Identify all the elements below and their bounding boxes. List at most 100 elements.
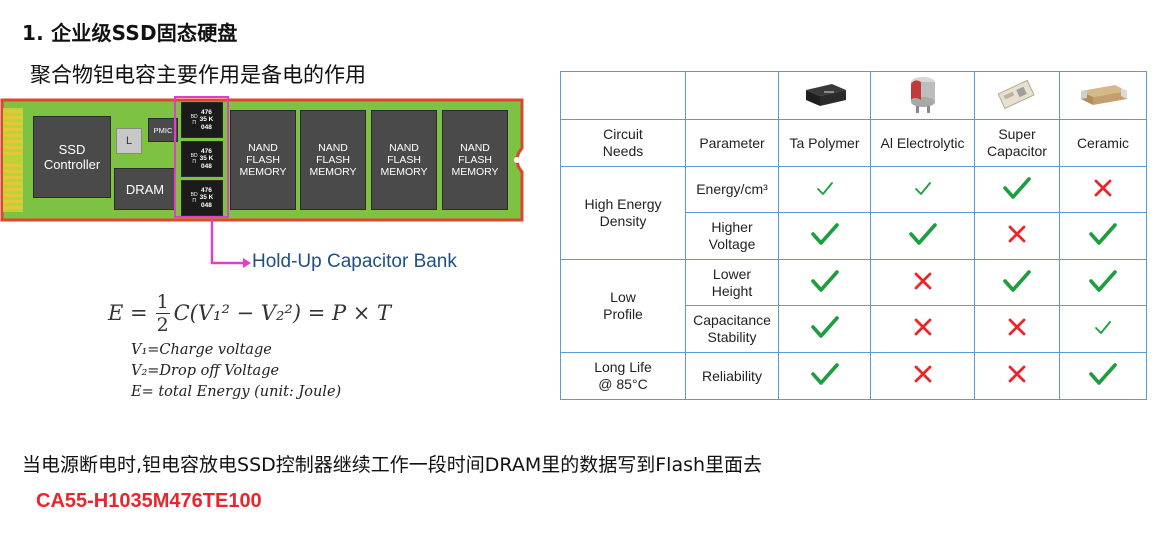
mark-cell bbox=[974, 352, 1060, 400]
slide-subtitle: 聚合物钽电容主要作用是备电的作用 bbox=[30, 63, 366, 87]
mark-cell bbox=[1059, 305, 1147, 353]
formula-numerator: 1 bbox=[156, 290, 169, 313]
edge-connector bbox=[3, 108, 23, 212]
cross-icon bbox=[1008, 365, 1026, 383]
check-small-icon bbox=[816, 181, 833, 195]
check-icon bbox=[810, 363, 839, 385]
capacitor-side-label: BD Π bbox=[190, 114, 198, 126]
table-row: Higher Voltage bbox=[561, 212, 1147, 260]
ta-polymer-capacitor-image bbox=[805, 83, 846, 106]
ta-polymer-image-cell bbox=[778, 71, 871, 120]
check-icon bbox=[908, 223, 937, 245]
capacitor-marking: 476 35 K 048 bbox=[199, 108, 214, 131]
mark-cell bbox=[1059, 212, 1147, 260]
need-high-energy-density: High Energy Density bbox=[560, 166, 686, 260]
table-row bbox=[560, 71, 1147, 120]
capacitor-side-label: BD Π bbox=[190, 192, 198, 204]
part-number: CA55-H1035M476TE100 bbox=[36, 490, 262, 512]
nand-flash-chip: NAND FLASH MEMORY bbox=[300, 110, 366, 210]
cross-icon bbox=[1008, 225, 1026, 243]
header-ceramic: Ceramic bbox=[1059, 119, 1147, 167]
table-row: High Energy Density Energy/cm³ bbox=[560, 166, 1147, 260]
mark-cell bbox=[974, 305, 1060, 353]
need-long-life: Long Life @ 85°C bbox=[560, 352, 686, 400]
energy-formula: E = 1 2 C(V₁² − V₂²) = P × T bbox=[108, 285, 391, 341]
capacitor-marking: 476 35 K 048 bbox=[199, 186, 214, 209]
header-super-capacitor: Super Capacitor bbox=[974, 119, 1060, 167]
table-row: Circuit Needs Parameter Ta Polymer Al El… bbox=[560, 119, 1147, 167]
check-icon bbox=[810, 269, 839, 292]
formula-legend-v1: V₁=Charge voltage bbox=[131, 342, 272, 358]
mark-cell bbox=[870, 212, 975, 260]
inductor-label: L bbox=[125, 135, 133, 147]
check-icon bbox=[1089, 363, 1117, 385]
formula-legend-v2: V₂=Drop off Voltage bbox=[131, 363, 280, 379]
nand-flash-label: NAND FLASH MEMORY bbox=[239, 142, 287, 178]
mark-cell bbox=[778, 212, 871, 260]
header-al-electrolytic: Al Electrolytic bbox=[870, 119, 975, 167]
param-higher-voltage: Higher Voltage bbox=[685, 212, 779, 260]
need-low-profile: Low Profile bbox=[560, 259, 686, 353]
param-energy-density: Energy/cm³ bbox=[685, 166, 779, 213]
super-capacitor-image-cell bbox=[974, 71, 1060, 120]
check-icon bbox=[1003, 176, 1031, 199]
mark-cell bbox=[870, 259, 975, 306]
table-row: Long Life @ 85°C Reliability bbox=[560, 352, 1147, 400]
ceramic-capacitor-image bbox=[1081, 84, 1127, 105]
ssd-controller-label: SSD Controller bbox=[43, 142, 101, 172]
nand-flash-chip: NAND FLASH MEMORY bbox=[230, 110, 296, 210]
pmic-chip: PMIC bbox=[148, 118, 178, 142]
ssd-controller-chip: SSD Controller bbox=[33, 116, 111, 198]
ceramic-image-cell bbox=[1059, 71, 1147, 120]
cross-icon bbox=[914, 318, 931, 336]
table-cell-empty bbox=[560, 71, 686, 120]
check-icon bbox=[1089, 223, 1117, 245]
mark-cell bbox=[778, 166, 871, 213]
header-circuit-needs: Circuit Needs bbox=[560, 119, 686, 167]
capacitor-chip: BD Π 476 35 K 048 bbox=[181, 180, 223, 216]
al-electrolytic-capacitor-image bbox=[910, 76, 935, 113]
cross-icon bbox=[914, 365, 931, 383]
slide-title: 1. 企业级SSD固态硬盘 bbox=[22, 21, 238, 45]
check-icon bbox=[1003, 269, 1031, 292]
mark-cell bbox=[974, 259, 1060, 306]
nand-flash-label: NAND FLASH MEMORY bbox=[309, 142, 357, 178]
capacitor-comparison-table: Circuit Needs Parameter Ta Polymer Al El… bbox=[560, 71, 1147, 400]
al-electrolytic-image-cell bbox=[870, 71, 975, 120]
header-parameter: Parameter bbox=[685, 119, 779, 167]
mark-cell bbox=[778, 352, 871, 400]
hold-up-capacitor-bank bbox=[174, 96, 229, 218]
formula-lhs: E = bbox=[108, 301, 148, 325]
table-cell-empty bbox=[685, 71, 779, 120]
capacitor-side-label: BD Π bbox=[190, 153, 198, 165]
cross-icon bbox=[1008, 318, 1026, 336]
mount-hole bbox=[514, 157, 520, 163]
header-ta-polymer: Ta Polymer bbox=[778, 119, 871, 167]
check-icon bbox=[1089, 269, 1117, 292]
nand-flash-label: NAND FLASH MEMORY bbox=[380, 142, 428, 178]
mark-cell bbox=[778, 259, 871, 306]
capacitor-chip: BD Π 476 35 K 048 bbox=[181, 141, 223, 177]
formula-denominator: 2 bbox=[156, 313, 169, 336]
cross-icon bbox=[914, 272, 931, 289]
pmic-label: PMIC bbox=[153, 125, 173, 135]
mark-cell bbox=[1059, 166, 1147, 213]
dram-chip: DRAM bbox=[114, 168, 176, 210]
mark-cell bbox=[870, 166, 975, 213]
check-small-icon bbox=[1095, 321, 1111, 334]
nand-flash-chip: NAND FLASH MEMORY bbox=[371, 110, 437, 210]
capacitor-marking: 476 35 K 048 bbox=[199, 147, 214, 170]
mark-cell bbox=[1059, 259, 1147, 306]
mark-cell bbox=[870, 352, 975, 400]
mark-cell bbox=[974, 166, 1060, 213]
check-icon bbox=[810, 316, 839, 338]
dram-label: DRAM bbox=[125, 181, 165, 197]
check-small-icon bbox=[914, 181, 931, 195]
mark-cell bbox=[1059, 352, 1147, 400]
table-row: Low Profile Lower Height bbox=[560, 259, 1147, 353]
super-capacitor-image bbox=[997, 79, 1035, 109]
nand-flash-label: NAND FLASH MEMORY bbox=[451, 142, 499, 178]
cross-icon bbox=[1094, 179, 1112, 196]
check-icon bbox=[810, 223, 839, 245]
formula-body: C(V₁² − V₂²) = P × T bbox=[173, 301, 392, 325]
